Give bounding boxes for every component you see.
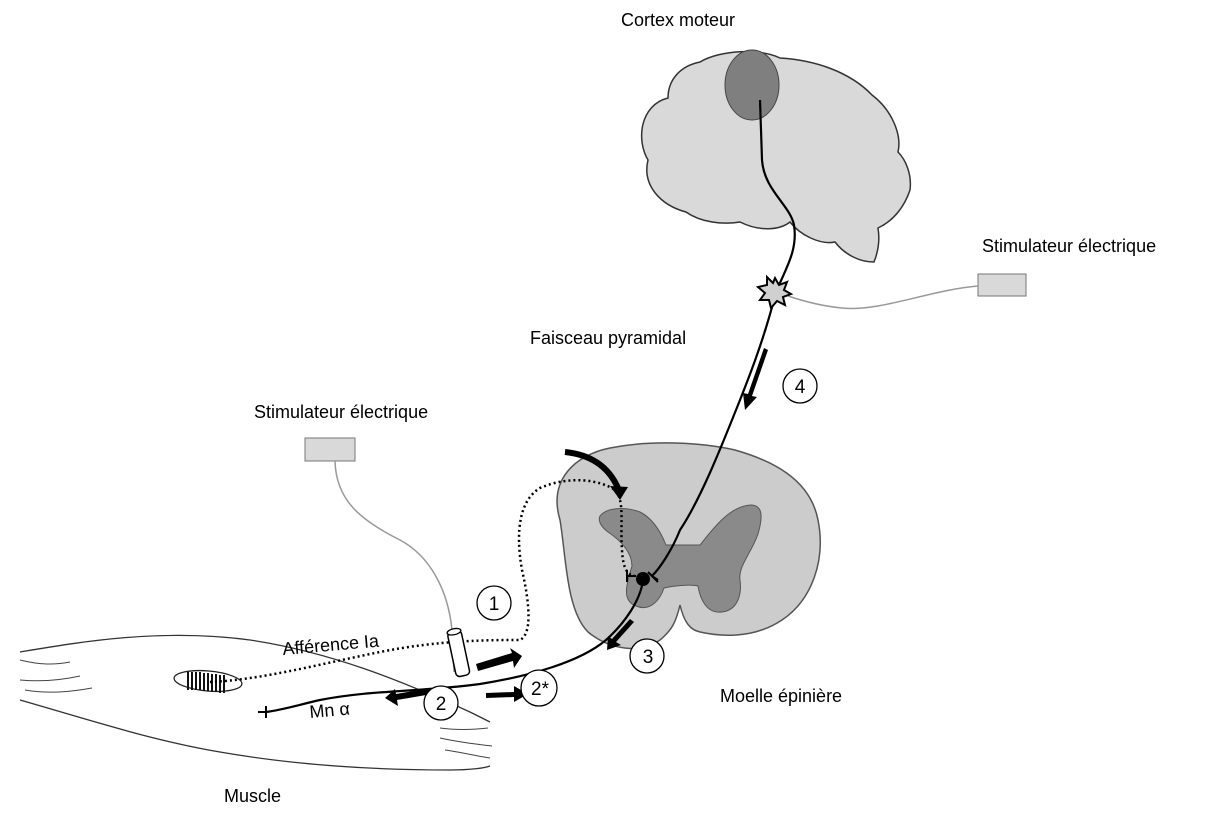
motor-cortex-area bbox=[724, 49, 780, 121]
arrows bbox=[385, 348, 768, 706]
circle-3 bbox=[629, 638, 665, 674]
circle-2-star bbox=[520, 669, 558, 707]
label-mn: Mn α bbox=[309, 699, 351, 722]
number-1: 1 bbox=[489, 594, 500, 615]
arrow-curved bbox=[564, 449, 621, 490]
stimulator-top-box bbox=[977, 273, 1027, 297]
stimulator-left-wire bbox=[334, 460, 455, 673]
muscle bbox=[19, 634, 493, 771]
spinal-cord bbox=[556, 442, 821, 650]
tendon-left-3 bbox=[24, 687, 93, 693]
pyramidal-tract bbox=[651, 99, 796, 577]
brain-outline bbox=[640, 50, 912, 263]
tendon-right-1 bbox=[439, 727, 489, 730]
motoneuron-axon bbox=[265, 580, 645, 714]
number-circles: 1 2 2* 3 4 bbox=[423, 368, 818, 721]
label-faisceau: Faisceau pyramidal bbox=[530, 328, 686, 348]
label-stimulator-left: Stimulateur électrique bbox=[254, 402, 428, 422]
circle-1 bbox=[476, 585, 512, 621]
stimulator-left-box bbox=[304, 437, 356, 462]
label-moelle: Moelle épinière bbox=[720, 686, 842, 706]
motor-end-plate bbox=[258, 706, 267, 718]
stimulator-top-wire bbox=[787, 285, 979, 310]
label-afference: Afférence Ia bbox=[282, 631, 381, 659]
arrow-4 bbox=[743, 348, 768, 410]
nerve-electrode bbox=[446, 627, 471, 678]
tendon-left-2 bbox=[19, 675, 81, 682]
arrow-2-star bbox=[486, 686, 528, 702]
muscle-outline-lower bbox=[19, 699, 491, 771]
arrow-2 bbox=[385, 688, 432, 706]
arrow-3 bbox=[607, 619, 634, 650]
number-4: 4 bbox=[795, 377, 806, 398]
spinal-cord-grey-matter bbox=[598, 504, 762, 613]
tendon-right-3 bbox=[444, 749, 491, 759]
circle-2 bbox=[423, 685, 459, 721]
pyramidal-synapse bbox=[647, 571, 659, 583]
ia-synapse bbox=[626, 570, 636, 582]
label-stimulator-top: Stimulateur électrique bbox=[982, 236, 1156, 256]
muscle-spindle bbox=[173, 669, 243, 693]
number-3: 3 bbox=[643, 647, 654, 668]
label-cortex: Cortex moteur bbox=[621, 10, 735, 30]
arrow-1 bbox=[476, 648, 522, 671]
muscle-outline bbox=[19, 634, 491, 723]
arrow-curved-head bbox=[610, 486, 628, 500]
number-2: 2 bbox=[436, 694, 447, 715]
circle-4 bbox=[782, 368, 818, 404]
tendon-right-2 bbox=[439, 737, 493, 747]
tendon-left-1 bbox=[19, 659, 71, 665]
stimulation-site-star bbox=[755, 274, 794, 311]
motoneuron-soma bbox=[636, 572, 650, 586]
label-muscle: Muscle bbox=[224, 786, 281, 806]
brain bbox=[640, 49, 912, 263]
number-2-star: 2* bbox=[531, 679, 550, 700]
